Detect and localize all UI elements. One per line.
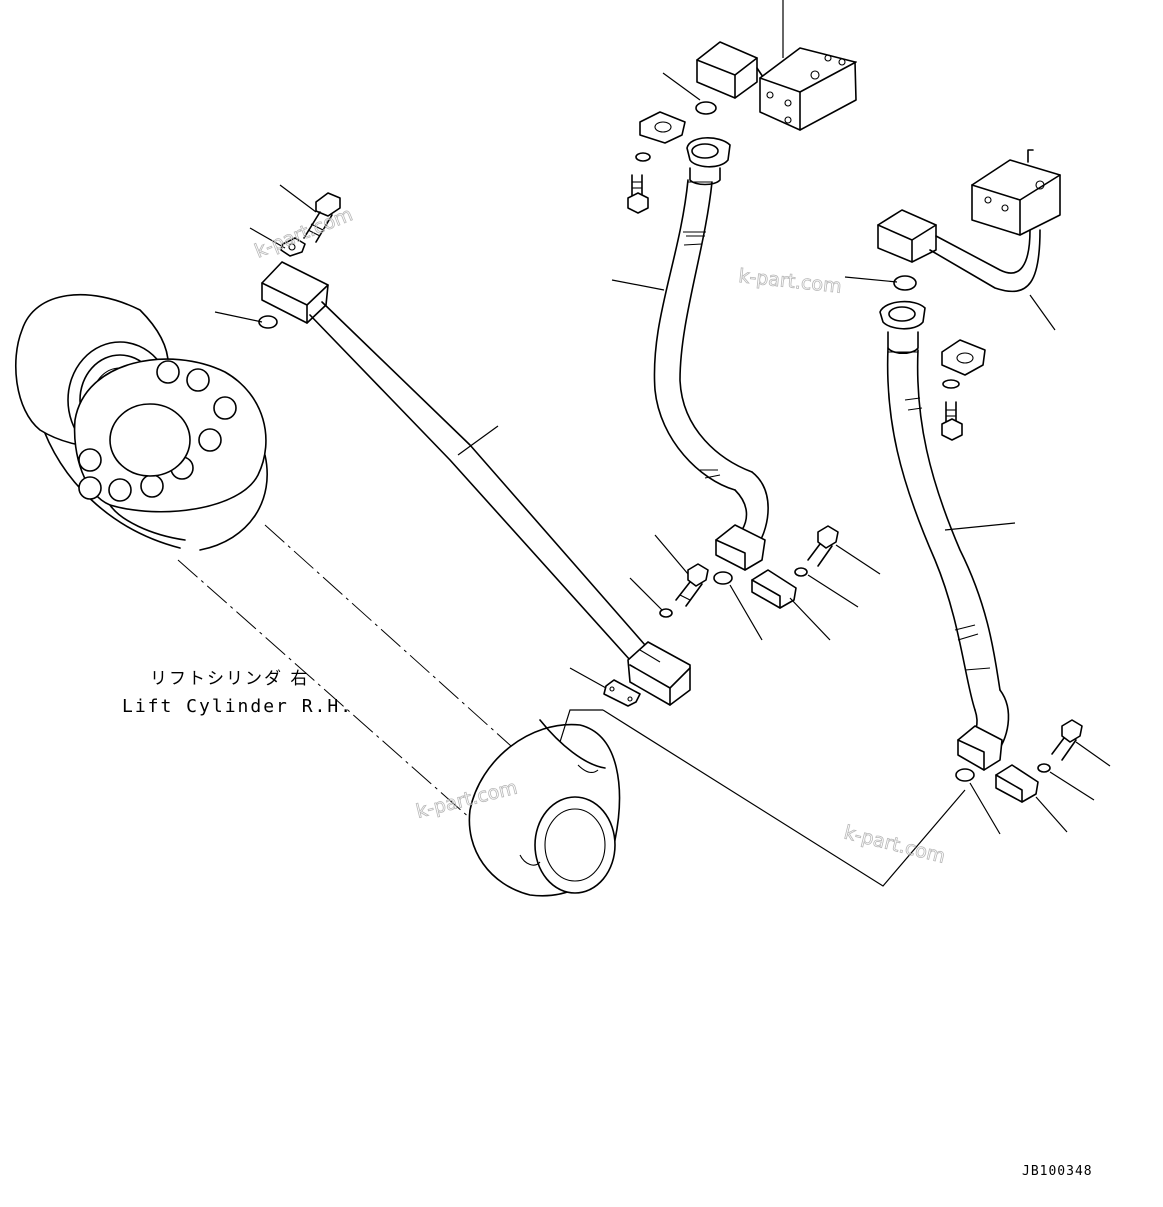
callout-label-english: Lift Cylinder R.H. [122,696,353,717]
rigid-tube [261,261,691,706]
bolt-icon [807,525,839,567]
upper-hose [653,137,769,571]
right-hose [879,300,1010,771]
lift-cylinder [14,293,621,897]
hardware [258,101,1083,803]
valve-block [696,0,857,131]
flange-bolts [78,360,237,502]
bolt-icon [675,563,709,607]
leader-lines [214,72,1111,887]
bolt-icon [1051,719,1083,761]
bolt-icon [627,174,649,214]
drawing-number: JB100348 [1022,1164,1093,1179]
bolt-icon [941,401,963,441]
watermark: k-part.com [252,203,356,262]
watermark: k-part.com [737,265,842,298]
callout-label-japanese: リフトシリンダ 右 [150,669,309,689]
bolt-icon [303,192,341,243]
valve-block-right [877,149,1061,331]
